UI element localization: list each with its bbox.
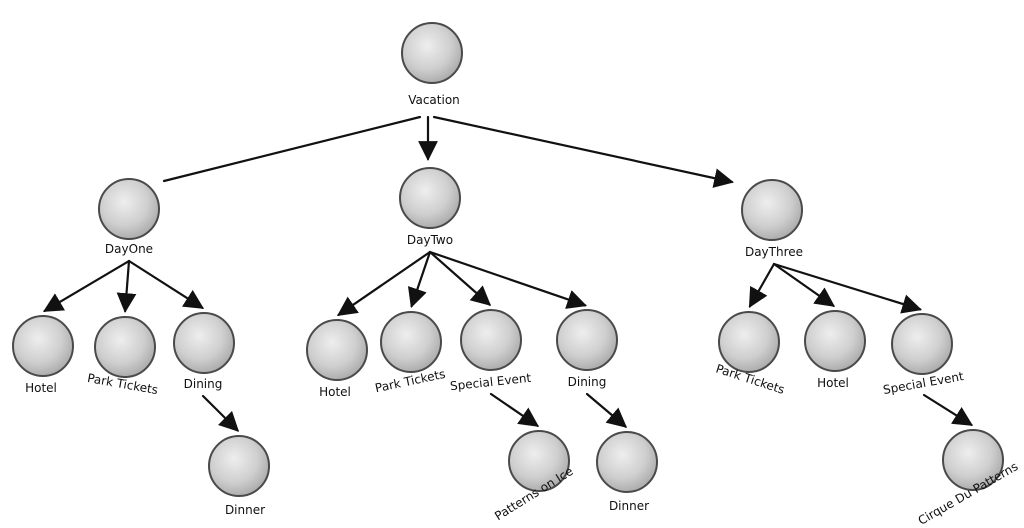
- node-d3-park-tickets: Park Tickets: [714, 311, 786, 397]
- node-d2-hotel: Hotel: [306, 319, 368, 399]
- node-circle: [98, 178, 160, 240]
- node-circle: [741, 179, 803, 241]
- edge-vacation-to-day-one: [162, 115, 422, 183]
- node-circle: [596, 431, 658, 493]
- node-d1-hotel: Hotel: [12, 315, 74, 395]
- node-circle: [508, 430, 570, 492]
- edge-day-one-to-d1-hotel: [42, 259, 131, 313]
- node-circle: [380, 311, 442, 373]
- node-d2-dining: Dining: [556, 309, 618, 389]
- edge-day-one-to-d1-dining: [127, 259, 205, 309]
- node-d2-patterns-on-ice: Patterns on Ice: [492, 430, 576, 523]
- node-label: Hotel: [817, 376, 849, 390]
- node-d2-park-tickets: Park Tickets: [374, 311, 447, 395]
- node-circle: [399, 167, 461, 229]
- node-circle: [208, 435, 270, 497]
- edge-day-two-to-d2-hotel: [336, 250, 432, 316]
- node-label: DayTwo: [407, 233, 453, 247]
- edge-d2-special-event-to-d2-patterns-on-ice: [489, 392, 540, 427]
- node-d3-cirque-du-patterns: Cirque Du Patterns: [916, 429, 1020, 528]
- node-day-three: DayThree: [741, 179, 803, 259]
- node-vacation: Vacation: [401, 22, 463, 107]
- node-circle: [718, 311, 780, 373]
- edge-day-one-to-d1-park-tickets: [116, 259, 137, 313]
- node-d2-special-event: Special Event: [449, 309, 532, 393]
- node-label: Hotel: [25, 381, 57, 395]
- edge-vacation-to-day-three: [432, 115, 734, 188]
- node-circle: [401, 22, 463, 84]
- edge-day-two-to-d2-park-tickets: [407, 250, 432, 308]
- node-label: Dinner: [609, 499, 649, 513]
- edge-day-three-to-d3-special-event: [772, 262, 922, 314]
- node-d1-park-tickets: Park Tickets: [86, 316, 159, 397]
- node-circle: [306, 319, 368, 381]
- node-label: Dining: [568, 375, 607, 389]
- edge-day-three-to-d3-hotel: [772, 262, 836, 307]
- node-circle: [460, 309, 522, 371]
- node-label: Special Event: [449, 371, 532, 393]
- node-d3-special-event: Special Event: [882, 313, 965, 397]
- node-label: DayThree: [745, 245, 803, 259]
- node-label: Hotel: [319, 385, 351, 399]
- node-circle: [556, 309, 618, 371]
- node-label: DayOne: [105, 242, 153, 256]
- node-d3-hotel: Hotel: [804, 310, 866, 390]
- node-day-two: DayTwo: [399, 167, 461, 247]
- edge-day-two-to-d2-special-event: [428, 250, 492, 306]
- edges-layer: [42, 115, 974, 432]
- node-circle: [942, 429, 1004, 491]
- node-circle: [891, 313, 953, 375]
- edge-d3-special-event-to-d3-cirque-du-patterns: [922, 393, 974, 426]
- edge-day-two-to-d2-dining: [428, 250, 587, 309]
- node-d1-dinner: Dinner: [208, 435, 270, 517]
- node-label: Dining: [184, 377, 223, 391]
- node-d1-dining: Dining: [173, 312, 235, 391]
- node-label: Dinner: [225, 503, 265, 517]
- node-circle: [12, 315, 74, 377]
- node-circle: [804, 310, 866, 372]
- edge-d2-dining-to-d2-dinner: [585, 392, 628, 428]
- edge-day-three-to-d3-park-tickets: [748, 262, 776, 308]
- edge-d1-dining-to-d1-dinner: [201, 394, 240, 432]
- node-d2-dinner: Dinner: [596, 431, 658, 513]
- node-circle: [173, 312, 235, 374]
- node-label: Vacation: [408, 93, 460, 107]
- node-circle: [94, 316, 156, 378]
- node-day-one: DayOne: [98, 178, 160, 256]
